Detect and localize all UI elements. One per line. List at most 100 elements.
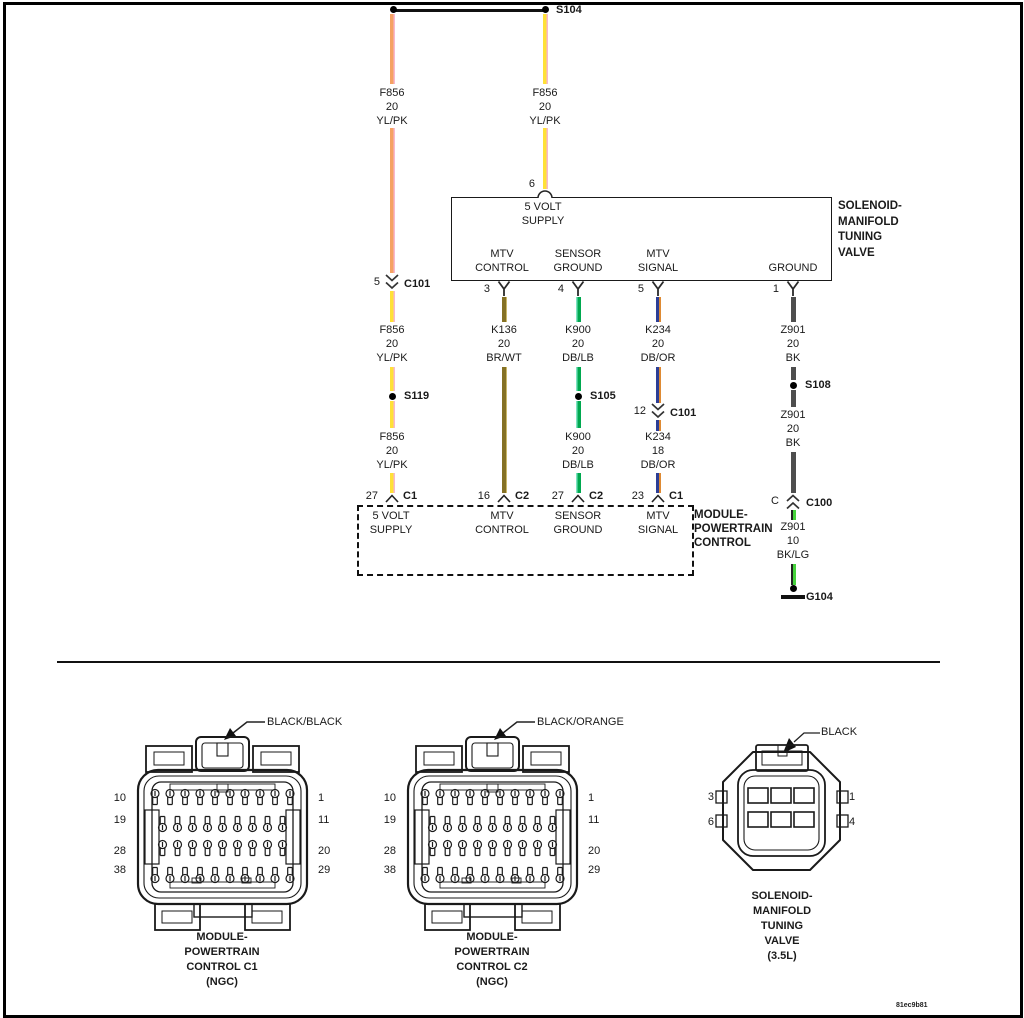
- inline-connector-chevrons-icon: [651, 403, 665, 419]
- box-pin-function: MTV SIGNAL: [637, 248, 679, 274]
- pin-row-number: 1: [849, 791, 856, 803]
- pin-row-number: 6: [707, 816, 714, 828]
- pin-y-icon: [786, 280, 800, 296]
- wire-segment: [389, 14, 395, 84]
- splice-label-s104: S104: [556, 4, 582, 16]
- wire-segment: [790, 390, 796, 407]
- pin-y-icon: [497, 280, 511, 296]
- wire-label: F856 20 YL/PK: [376, 431, 408, 471]
- wire-segment: [790, 564, 796, 585]
- connector-caption: MODULE- POWERTRAIN CONTROL C1 (NGC): [184, 931, 260, 988]
- pin-number: 27: [551, 490, 564, 502]
- wire-label: F856 20 YL/PK: [529, 87, 561, 127]
- component-title: MODULE- POWERTRAIN CONTROL: [694, 509, 773, 549]
- pin-chevron-icon: [497, 494, 511, 503]
- splice-dot: [574, 392, 582, 400]
- pin-row-number: 29: [588, 864, 601, 876]
- wire-label: K136 20 BR/WT: [486, 324, 522, 364]
- inline-connector-chevrons-icon: [786, 494, 800, 510]
- splice-label-s105: S105: [590, 390, 616, 402]
- connector-color-label: BLACK/ORANGE: [537, 716, 624, 728]
- wire-segment: [542, 14, 548, 84]
- connector-ref: C1: [403, 490, 418, 502]
- pin-row-number: 38: [113, 864, 126, 876]
- pin-number: 1: [772, 283, 779, 295]
- pin-number: 12: [633, 405, 646, 417]
- pin-row-number: 29: [318, 864, 331, 876]
- wire-label: Z901 20 BK: [780, 409, 806, 449]
- wire-segment: [389, 401, 395, 428]
- pin-row-number: 1: [588, 792, 595, 804]
- splice-label-s119: S119: [404, 390, 430, 402]
- wire-label: K234 20 DB/OR: [640, 324, 676, 364]
- pin-chevron-icon: [571, 494, 585, 503]
- connector-ref: C2: [515, 490, 530, 502]
- page-border: [3, 2, 1023, 1018]
- pin-number: 4: [557, 283, 564, 295]
- connector-caption: SOLENOID- MANIFOLD TUNING VALVE (3.5L): [751, 890, 813, 962]
- box-pin-function: 5 VOLT SUPPLY: [369, 510, 413, 536]
- connector-label-c101: C101: [670, 407, 697, 419]
- wire-segment: [790, 452, 796, 493]
- wire-segment: [389, 367, 395, 391]
- pin-number: 6: [528, 178, 535, 190]
- wire-segment: [389, 473, 395, 493]
- splice-label-s108: S108: [805, 379, 831, 391]
- pin-number: 5: [373, 276, 380, 288]
- splice-dot: [389, 6, 397, 13]
- pin-row-number: 28: [383, 845, 396, 857]
- pin-y-icon: [651, 280, 665, 296]
- wire-segment: [501, 367, 507, 493]
- wire-segment: [575, 473, 581, 493]
- splice-line: [393, 9, 545, 12]
- pcm-connector-drawing: [136, 736, 309, 931]
- valve-connector-drawing: [715, 744, 849, 871]
- ground-dot: [789, 585, 797, 592]
- pin-row-number: 19: [383, 814, 396, 826]
- splice-dot: [388, 392, 396, 400]
- wire-segment: [655, 367, 661, 403]
- wire-segment: [389, 128, 395, 273]
- pin-number: 23: [631, 490, 644, 502]
- pin-number: 5: [637, 283, 644, 295]
- pin-chevron-icon: [385, 494, 399, 503]
- wire-segment: [790, 297, 796, 322]
- wire-segment: [655, 473, 661, 493]
- wire-segment: [790, 510, 796, 520]
- pin-letter: C: [771, 495, 779, 507]
- wire-label: Z901 10 BK/LG: [776, 521, 810, 561]
- wire-segment: [575, 297, 581, 322]
- pin-row-number: 20: [318, 845, 331, 857]
- pin-row-number: 19: [113, 814, 126, 826]
- pin-number: 16: [477, 490, 490, 502]
- wire-label: Z901 20 BK: [780, 324, 806, 364]
- connector-color-label: BLACK/BLACK: [267, 716, 343, 728]
- wire-segment: [790, 367, 796, 380]
- wire-segment: [389, 291, 395, 322]
- diagram-id: 81ec9b81: [896, 1002, 928, 1009]
- ground-symbol-icon: [781, 595, 805, 599]
- pin-row-number: 20: [588, 845, 601, 857]
- section-divider: [57, 661, 940, 663]
- wire-label: F856 20 YL/PK: [376, 87, 408, 127]
- pin-chevron-icon: [651, 494, 665, 503]
- box-pin-function: SENSOR GROUND: [553, 510, 603, 536]
- wire-segment: [655, 420, 661, 431]
- wire-segment: [542, 128, 548, 189]
- pin-row-number: 3: [707, 791, 714, 803]
- pin-row-number: 11: [588, 814, 600, 826]
- pin-y-icon: [571, 280, 585, 296]
- wire-segment: [575, 401, 581, 428]
- pin-row-number: 11: [318, 814, 330, 826]
- pin-row-number: 1: [318, 792, 325, 804]
- connector-color-label: BLACK: [821, 726, 858, 738]
- box-pin-function: MTV SIGNAL: [637, 510, 679, 536]
- pin-row-number: 10: [113, 792, 126, 804]
- box-pin-function: SENSOR GROUND: [553, 248, 603, 274]
- pin-row-number: 10: [383, 792, 396, 804]
- wire-label: K900 20 DB/LB: [562, 324, 594, 364]
- box-pin-function: 5 VOLT SUPPLY: [521, 201, 565, 227]
- pin-number: 3: [483, 283, 490, 295]
- pcm-connector-drawing: [406, 736, 579, 931]
